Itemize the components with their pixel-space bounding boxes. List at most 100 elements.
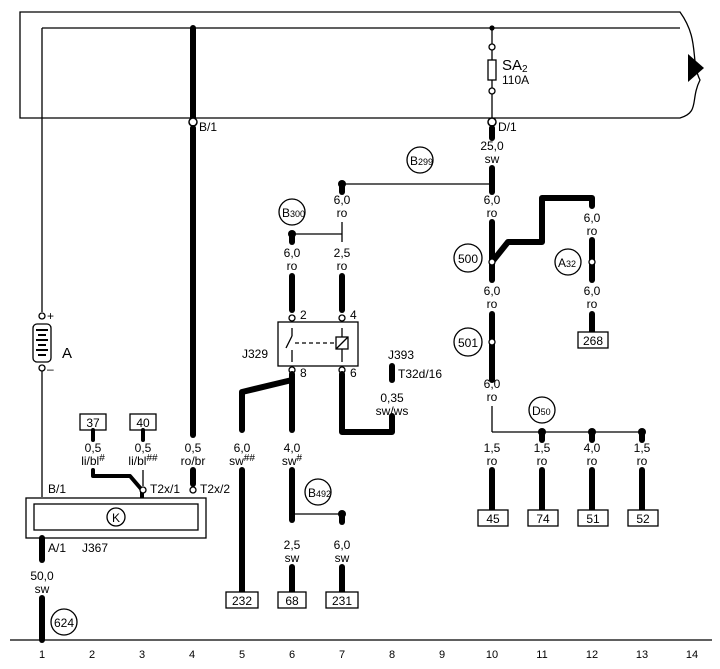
ref-268 (577, 331, 609, 349)
fuse-rating: 110A (502, 73, 529, 87)
svg-text:6,0: 6,0 (484, 284, 501, 298)
axis-label-14: 14 (686, 649, 698, 661)
fuse-terminal-bottom (488, 87, 496, 95)
relay-switch-icon (285, 328, 349, 362)
component-j393: J393 (388, 348, 414, 362)
svg-text:6,0: 6,0 (334, 538, 351, 552)
svg-text:ro: ro (587, 224, 598, 238)
wire-25-color: sw (485, 152, 500, 166)
svg-text:4,0: 4,0 (584, 441, 601, 455)
svg-text:ro: ro (637, 454, 648, 468)
axis-label-2: 2 (89, 649, 95, 661)
junction-b300 (278, 198, 306, 226)
axis-label-9: 9 (439, 649, 445, 661)
axis-label-11: 11 (536, 649, 547, 661)
axis-label-4: 4 (189, 649, 195, 661)
ref-74 (527, 509, 559, 527)
svg-text:B492: B492 (308, 486, 331, 500)
svg-text:2: 2 (300, 308, 307, 322)
svg-text:B300: B300 (282, 206, 305, 220)
svg-text:6: 6 (350, 366, 357, 380)
svg-text:37: 37 (86, 416, 100, 430)
svg-text:0,5: 0,5 (135, 441, 152, 455)
svg-text:6,0: 6,0 (284, 246, 301, 260)
junction-b299 (406, 146, 434, 174)
svg-text:ro/br: ro/br (181, 454, 206, 468)
axis-label-12: 12 (586, 649, 598, 661)
battery-a (32, 323, 52, 363)
axis-label-6: 6 (289, 649, 295, 661)
ref-52 (627, 509, 659, 527)
svg-text:74: 74 (536, 512, 550, 526)
svg-text:B299: B299 (410, 154, 433, 168)
ref-231 (325, 591, 359, 609)
svg-text:D50: D50 (532, 404, 551, 418)
j367-k-icon (106, 507, 126, 527)
svg-text:sw/ws: sw/ws (376, 404, 409, 418)
svg-text:ro: ro (487, 454, 498, 468)
svg-text:ro: ro (587, 454, 598, 468)
svg-text:40: 40 (136, 416, 150, 430)
ref-51 (577, 509, 609, 527)
bus-arrow-icon (688, 54, 704, 82)
svg-text:52: 52 (636, 512, 650, 526)
svg-text:ro: ro (337, 259, 348, 273)
svg-text:1,5: 1,5 (634, 441, 651, 455)
pin-a1-j367: A/1 (48, 541, 66, 555)
svg-text:624: 624 (54, 616, 74, 630)
pin-t2x2: T2x/2 (200, 482, 230, 496)
junction-d50 (528, 396, 556, 424)
battery-cells-icon (36, 329, 48, 356)
svg-text:sw: sw (335, 551, 350, 565)
svg-text:6,0: 6,0 (484, 193, 501, 207)
pin-b1-j367: B/1 (48, 482, 66, 496)
axis-label-3: 3 (139, 649, 145, 661)
svg-text:6,0: 6,0 (584, 284, 601, 298)
svg-text:4,0: 4,0 (284, 441, 301, 455)
svg-text:50,0: 50,0 (30, 569, 54, 583)
axis-label-10: 10 (486, 649, 498, 661)
svg-text:6,0: 6,0 (234, 441, 251, 455)
component-j367: J367 (82, 541, 108, 555)
ref-232 (225, 591, 259, 609)
axis-label-5: 5 (239, 649, 245, 661)
svg-text:T32d/16: T32d/16 (398, 367, 442, 381)
svg-text:500: 500 (458, 252, 478, 266)
junction-501 (453, 327, 483, 357)
svg-text:ro: ro (487, 390, 498, 404)
svg-text:K: K (112, 511, 120, 525)
svg-text:ro: ro (337, 206, 348, 220)
fuse-terminal-top (488, 43, 496, 51)
svg-text:ro: ro (537, 454, 548, 468)
ref-45 (477, 509, 509, 527)
svg-text:0,5: 0,5 (185, 441, 202, 455)
axis-label-8: 8 (389, 649, 395, 661)
svg-text:ro: ro (287, 259, 298, 273)
svg-text:268: 268 (583, 334, 603, 348)
svg-text:sw: sw (285, 551, 300, 565)
svg-text:sw##: sw## (229, 453, 255, 468)
svg-text:sw: sw (35, 582, 50, 596)
junction-b492 (304, 478, 332, 506)
svg-text:1,5: 1,5 (534, 441, 551, 455)
component-j329: J329 (242, 347, 268, 361)
axis-label-7: 7 (339, 649, 345, 661)
svg-text:0,35: 0,35 (380, 391, 404, 405)
svg-text:68: 68 (285, 594, 299, 608)
svg-text:45: 45 (486, 512, 500, 526)
svg-text:A32: A32 (558, 256, 576, 270)
svg-text:6,0: 6,0 (484, 377, 501, 391)
ref-68 (277, 591, 307, 609)
axis-label-13: 13 (636, 649, 648, 661)
battery-plus: + (47, 309, 54, 323)
svg-text:ro: ro (587, 297, 598, 311)
svg-text:1,5: 1,5 (484, 441, 501, 455)
svg-text:ro: ro (487, 297, 498, 311)
svg-text:501: 501 (458, 336, 478, 350)
pin-t2x1: T2x/1 (150, 482, 180, 496)
battery-label: A (62, 345, 72, 362)
junction-624 (50, 608, 78, 636)
junction-500 (453, 243, 483, 273)
svg-text:2,5: 2,5 (284, 538, 301, 552)
